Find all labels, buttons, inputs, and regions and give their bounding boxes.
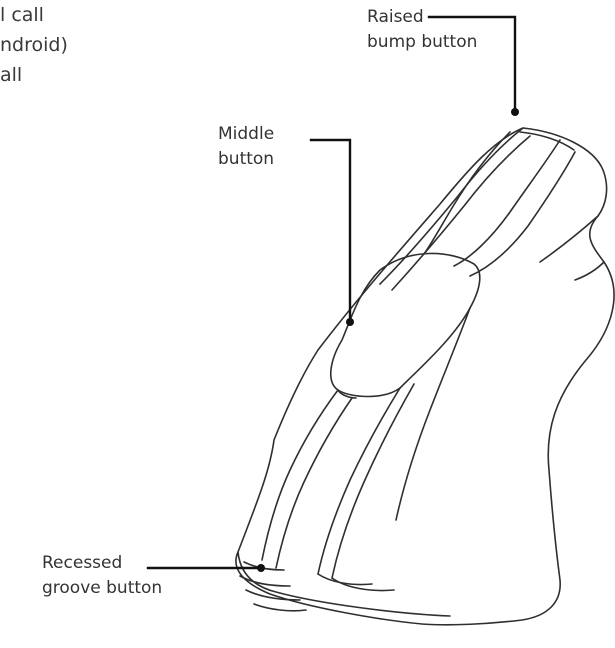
label-line: Raised [367,7,424,27]
leader-recessed [146,564,265,572]
side-text-line: all [0,64,23,86]
leader-dot [346,318,354,326]
label-middle-button: Middle button [218,122,274,172]
recessed-groove-button-shape [239,561,307,612]
top-ridge [379,127,576,291]
label-line: Recessed [42,553,123,573]
leader-dot [257,564,265,572]
side-text-line: l call [0,4,44,26]
label-line: Middle [218,124,275,144]
label-recessed-groove-button: Recessed groove button [42,551,162,601]
lower-grooves [261,307,471,592]
leader-middle [309,138,354,326]
side-text-line: ndroid) [0,34,68,56]
label-line: bump button [367,32,478,52]
device-body [235,127,615,626]
label-line: groove button [42,578,163,598]
leader-dot [511,108,519,116]
leader-raised [427,15,519,116]
label-raised-bump-button: Raised bump button [367,5,477,55]
raised-bump-button-shape [423,131,575,255]
middle-button-shape [330,252,481,399]
label-line: button [218,149,275,169]
